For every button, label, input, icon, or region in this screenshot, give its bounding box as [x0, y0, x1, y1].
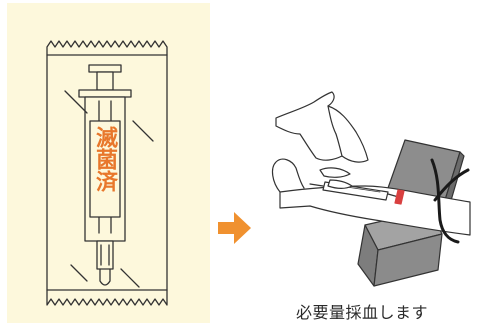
caption: 必要量採血します	[296, 303, 429, 322]
syringe-package-illustration	[46, 40, 168, 306]
plunger-cap	[88, 64, 122, 73]
blood-draw-illustration	[271, 91, 471, 287]
sterile-label: 滅菌済	[92, 126, 117, 192]
red-band	[394, 189, 405, 205]
tourniquet	[430, 158, 460, 244]
syringe-flange	[78, 89, 132, 98]
package-outline	[46, 40, 168, 306]
practitioner-hand	[275, 91, 369, 163]
right-arrow-icon	[218, 212, 251, 244]
needle-hub	[96, 240, 114, 270]
